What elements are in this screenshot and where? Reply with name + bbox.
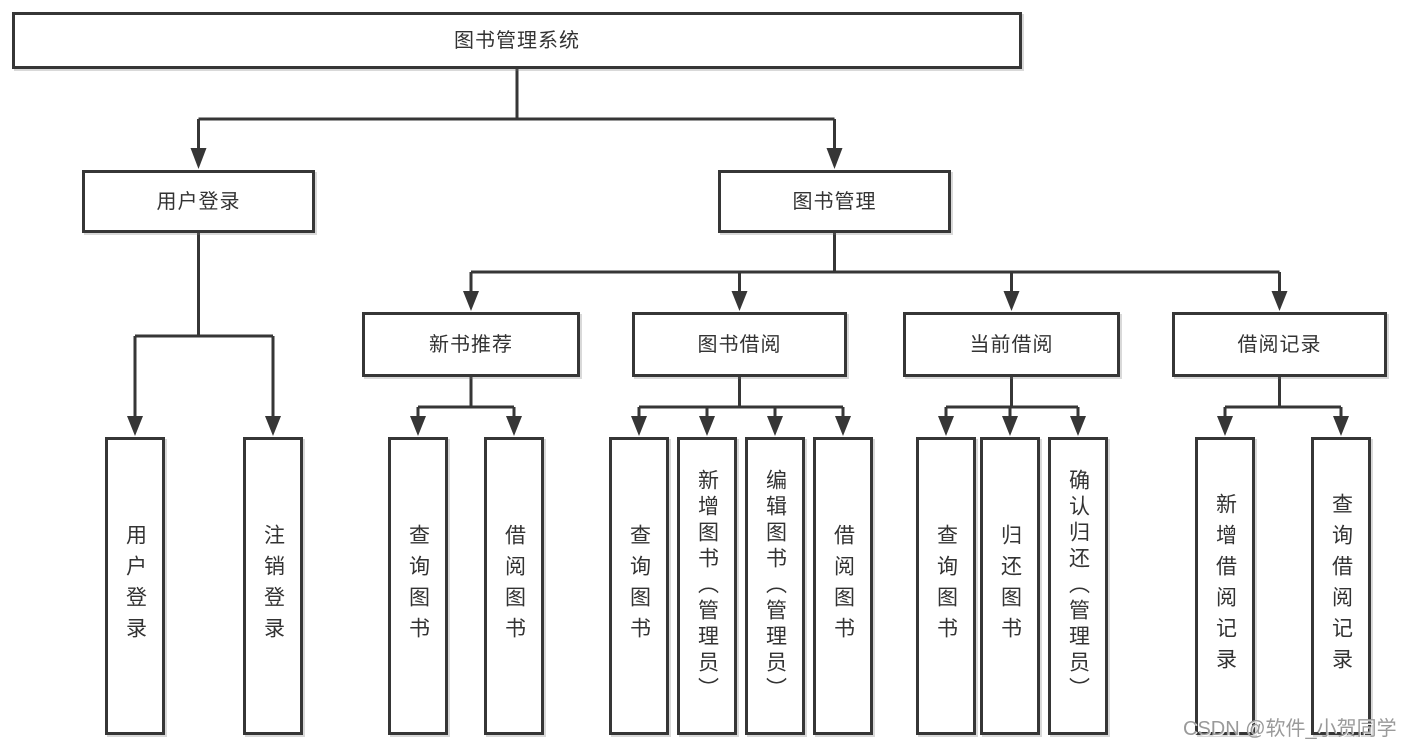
node-leaf-query-books-2: 查询图书 [609, 437, 669, 735]
node-library-management-system: 图书管理系统 [12, 12, 1022, 69]
node-user-login: 用户登录 [82, 170, 315, 233]
node-leaf-return-book: 归还图书 [980, 437, 1040, 735]
node-current-borrowing: 当前借阅 [903, 312, 1120, 377]
node-borrowing-records: 借阅记录 [1172, 312, 1387, 377]
csdn-watermark: CSDN @软件_小贺同学 [1183, 718, 1397, 740]
node-new-book-recommendation: 新书推荐 [362, 312, 580, 377]
node-leaf-user-login: 用户登录 [105, 437, 165, 735]
node-leaf-add-borrow-record: 新增借阅记录 [1195, 437, 1255, 735]
node-leaf-edit-book-admin: 编辑图书（管理员） [745, 437, 805, 735]
node-leaf-confirm-return-admin: 确认归还（管理员） [1048, 437, 1108, 735]
node-leaf-logout: 注销登录 [243, 437, 303, 735]
node-book-management: 图书管理 [718, 170, 951, 233]
node-leaf-add-book-admin: 新增图书（管理员） [677, 437, 737, 735]
node-leaf-query-books: 查询图书 [388, 437, 448, 735]
node-leaf-query-books-3: 查询图书 [916, 437, 976, 735]
node-leaf-borrow-books-2: 借阅图书 [813, 437, 873, 735]
node-leaf-borrow-books: 借阅图书 [484, 437, 544, 735]
node-leaf-query-borrow-record: 查询借阅记录 [1311, 437, 1371, 735]
node-book-borrowing: 图书借阅 [632, 312, 847, 377]
